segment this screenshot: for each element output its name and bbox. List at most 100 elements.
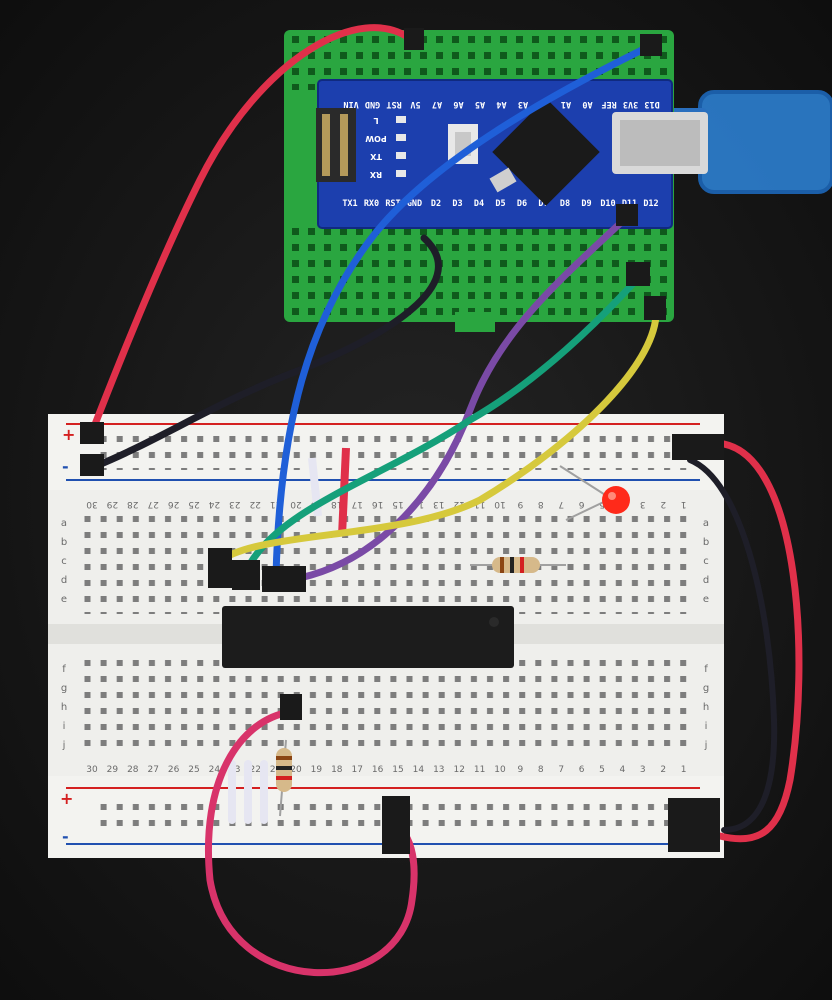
black-ground-wire: [92, 234, 442, 470]
right-red-wire: [716, 440, 803, 843]
column-number: 9: [518, 765, 524, 775]
column-number: 1: [681, 765, 687, 775]
bottom-rail-minus: -: [62, 827, 69, 846]
column-number: 29: [107, 765, 119, 775]
icsp-header: [316, 108, 356, 182]
arduino-led-label: L: [373, 116, 378, 125]
column-number: 15: [392, 499, 403, 509]
blue-wire: [272, 42, 654, 580]
column-number: 10: [494, 765, 506, 775]
row-letter: j: [704, 740, 708, 751]
atmega-chip: [492, 98, 600, 206]
arduino-top-pin-label: A3: [518, 99, 528, 109]
column-number: 26: [168, 765, 180, 775]
resistor-top: [470, 557, 566, 573]
column-number: 28: [127, 765, 139, 775]
column-number: 30: [86, 765, 98, 775]
column-number: 2: [660, 765, 666, 775]
row-letter: a: [703, 518, 709, 529]
row-letter: a: [61, 518, 67, 529]
arduino-top-pin-label: D13: [644, 99, 659, 109]
arduino-top-pin-label: VIN: [343, 99, 358, 109]
column-number: 11: [474, 765, 485, 775]
top-rail-minus: -: [62, 457, 69, 476]
column-number: 12: [453, 765, 464, 775]
column-number: 17: [351, 499, 362, 509]
arduino-top-pin-label: A1: [561, 99, 571, 109]
bottom-rail-plus: +: [60, 789, 73, 808]
row-letter: f: [704, 664, 708, 675]
crystal: [489, 167, 517, 193]
white-jumpers: [228, 760, 268, 824]
arduino-bottom-pin-label: D8: [560, 199, 570, 209]
column-number: 23: [229, 499, 240, 509]
column-number: 2: [660, 499, 666, 509]
led-indicator: [396, 116, 406, 123]
column-number: 5: [599, 765, 605, 775]
row-letter: d: [61, 575, 67, 586]
column-number: 25: [188, 765, 199, 775]
column-number: 17: [351, 765, 362, 775]
column-number: 6: [579, 765, 585, 775]
column-number: 13: [433, 765, 444, 775]
column-number: 15: [392, 765, 403, 775]
arduino-bottom-pin-label: D9: [581, 199, 591, 209]
column-number: 7: [558, 765, 564, 775]
column-number: 18: [331, 499, 343, 509]
top-rail-plus: +: [62, 425, 75, 444]
red-led: [559, 465, 630, 521]
purple-wire: [296, 212, 632, 582]
arduino-top-pin-label: GND: [365, 99, 380, 109]
row-letter: c: [703, 556, 709, 567]
column-number: 16: [372, 499, 384, 509]
jumper-wires: [88, 24, 803, 976]
arduino-bottom-pin-label: D3: [452, 199, 462, 209]
led-indicator: [396, 134, 406, 141]
row-letter: f: [62, 664, 66, 675]
column-number: 6: [578, 499, 584, 509]
row-letter: e: [61, 594, 67, 605]
row-letter: j: [62, 740, 66, 751]
column-number: 22: [249, 765, 260, 775]
bottom-pink-loop-wire: [205, 708, 418, 976]
column-number: 9: [517, 499, 523, 509]
column-number: 24: [208, 499, 220, 509]
led-indicator: [396, 152, 406, 159]
arduino-top-pin-label: A4: [496, 99, 506, 109]
column-number: 24: [209, 765, 221, 775]
column-number: 8: [538, 499, 544, 509]
arduino-bottom-pin-label: RX0: [364, 199, 379, 209]
column-number: 3: [640, 765, 646, 775]
column-number: 7: [558, 499, 564, 509]
column-number: 28: [127, 499, 139, 509]
column-number: 26: [168, 499, 180, 509]
row-letter: c: [61, 556, 67, 567]
column-number: 16: [372, 765, 384, 775]
arduino-top-pin-labels: D133V3REFA0A1A2A3A4A5A6A75VRSTGNDVIN: [343, 99, 659, 109]
column-number: 18: [331, 765, 343, 775]
arduino-top-pin-label: A7: [432, 99, 442, 109]
arduino-bottom-pin-label: TX1: [342, 199, 357, 209]
row-letter: d: [703, 575, 709, 586]
arduino-nano: D133V3REFA0A1A2A3A4A5A6A75VRSTGNDVIN TX1…: [316, 79, 708, 229]
arduino-bottom-pin-label: D12: [643, 199, 658, 209]
green-wire: [240, 272, 644, 580]
arduino-bottom-pin-label: D4: [474, 199, 484, 209]
arduino-top-pin-label: A0: [582, 99, 592, 109]
arduino-bottom-pin-label: RST: [385, 199, 400, 209]
right-black-wire: [687, 457, 778, 833]
arduino-top-pin-label: 3V3: [623, 99, 638, 109]
yellow-wire: [214, 304, 660, 566]
row-letter: h: [703, 702, 709, 713]
column-number: 3: [640, 499, 646, 509]
column-number: 30: [86, 499, 98, 509]
arduino-led-label: POW: [365, 134, 387, 143]
arduino-led-label: TX: [369, 152, 381, 161]
column-number: 4: [620, 765, 626, 775]
column-number: 5: [599, 499, 605, 509]
column-number: 29: [106, 499, 118, 509]
